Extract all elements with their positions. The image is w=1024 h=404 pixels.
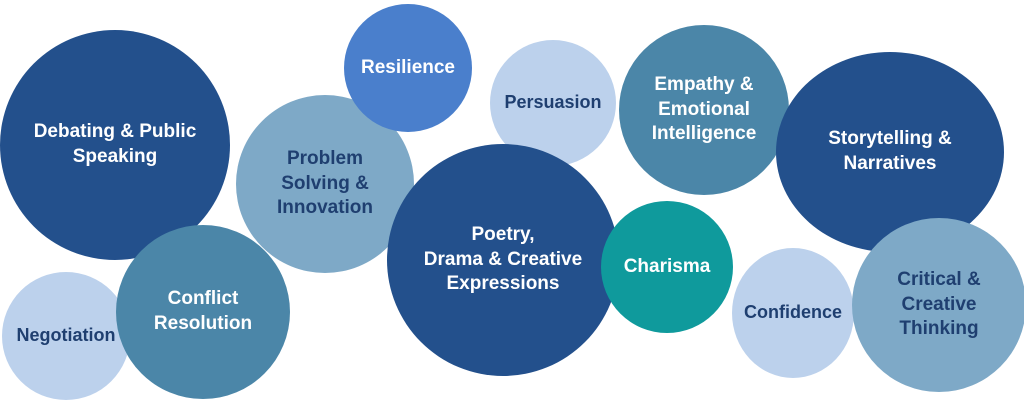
bubble-confidence: Confidence: [732, 248, 854, 378]
bubble-label: Negotiation: [16, 325, 116, 346]
bubble-label: Charisma: [623, 255, 711, 277]
bubble-negotiation: Negotiation: [2, 272, 130, 400]
bubble-poetry-drama: Poetry, Drama & Creative Expressions: [387, 144, 619, 376]
bubble-label: Storytelling & Narratives: [828, 128, 952, 174]
bubble-label: Problem Solving & Innovation: [276, 147, 374, 219]
bubble-label: Confidence: [743, 302, 842, 323]
bubble-label: Poetry, Drama & Creative Expressions: [423, 223, 583, 295]
bubble-critical-thinking: Critical & Creative Thinking: [852, 218, 1024, 392]
bubble-charisma: Charisma: [601, 201, 733, 333]
bubble-conflict-resolution: Conflict Resolution: [116, 225, 290, 399]
bubble-resilience: Resilience: [344, 4, 472, 132]
bubble-label: Critical & Creative Thinking: [897, 268, 981, 340]
bubble-label: Resilience: [361, 56, 455, 78]
bubble-label: Empathy & Emotional Intelligence: [651, 73, 757, 145]
bubble-label: Persuasion: [504, 92, 602, 113]
bubble-storytelling: Storytelling & Narratives: [776, 52, 1004, 252]
bubble-empathy: Empathy & Emotional Intelligence: [619, 25, 789, 195]
bubble-label: Debating & Public Speaking: [33, 121, 197, 167]
bubble-debating-public-speaking: Debating & Public Speaking: [0, 30, 230, 260]
bubble-label: Conflict Resolution: [153, 288, 253, 334]
